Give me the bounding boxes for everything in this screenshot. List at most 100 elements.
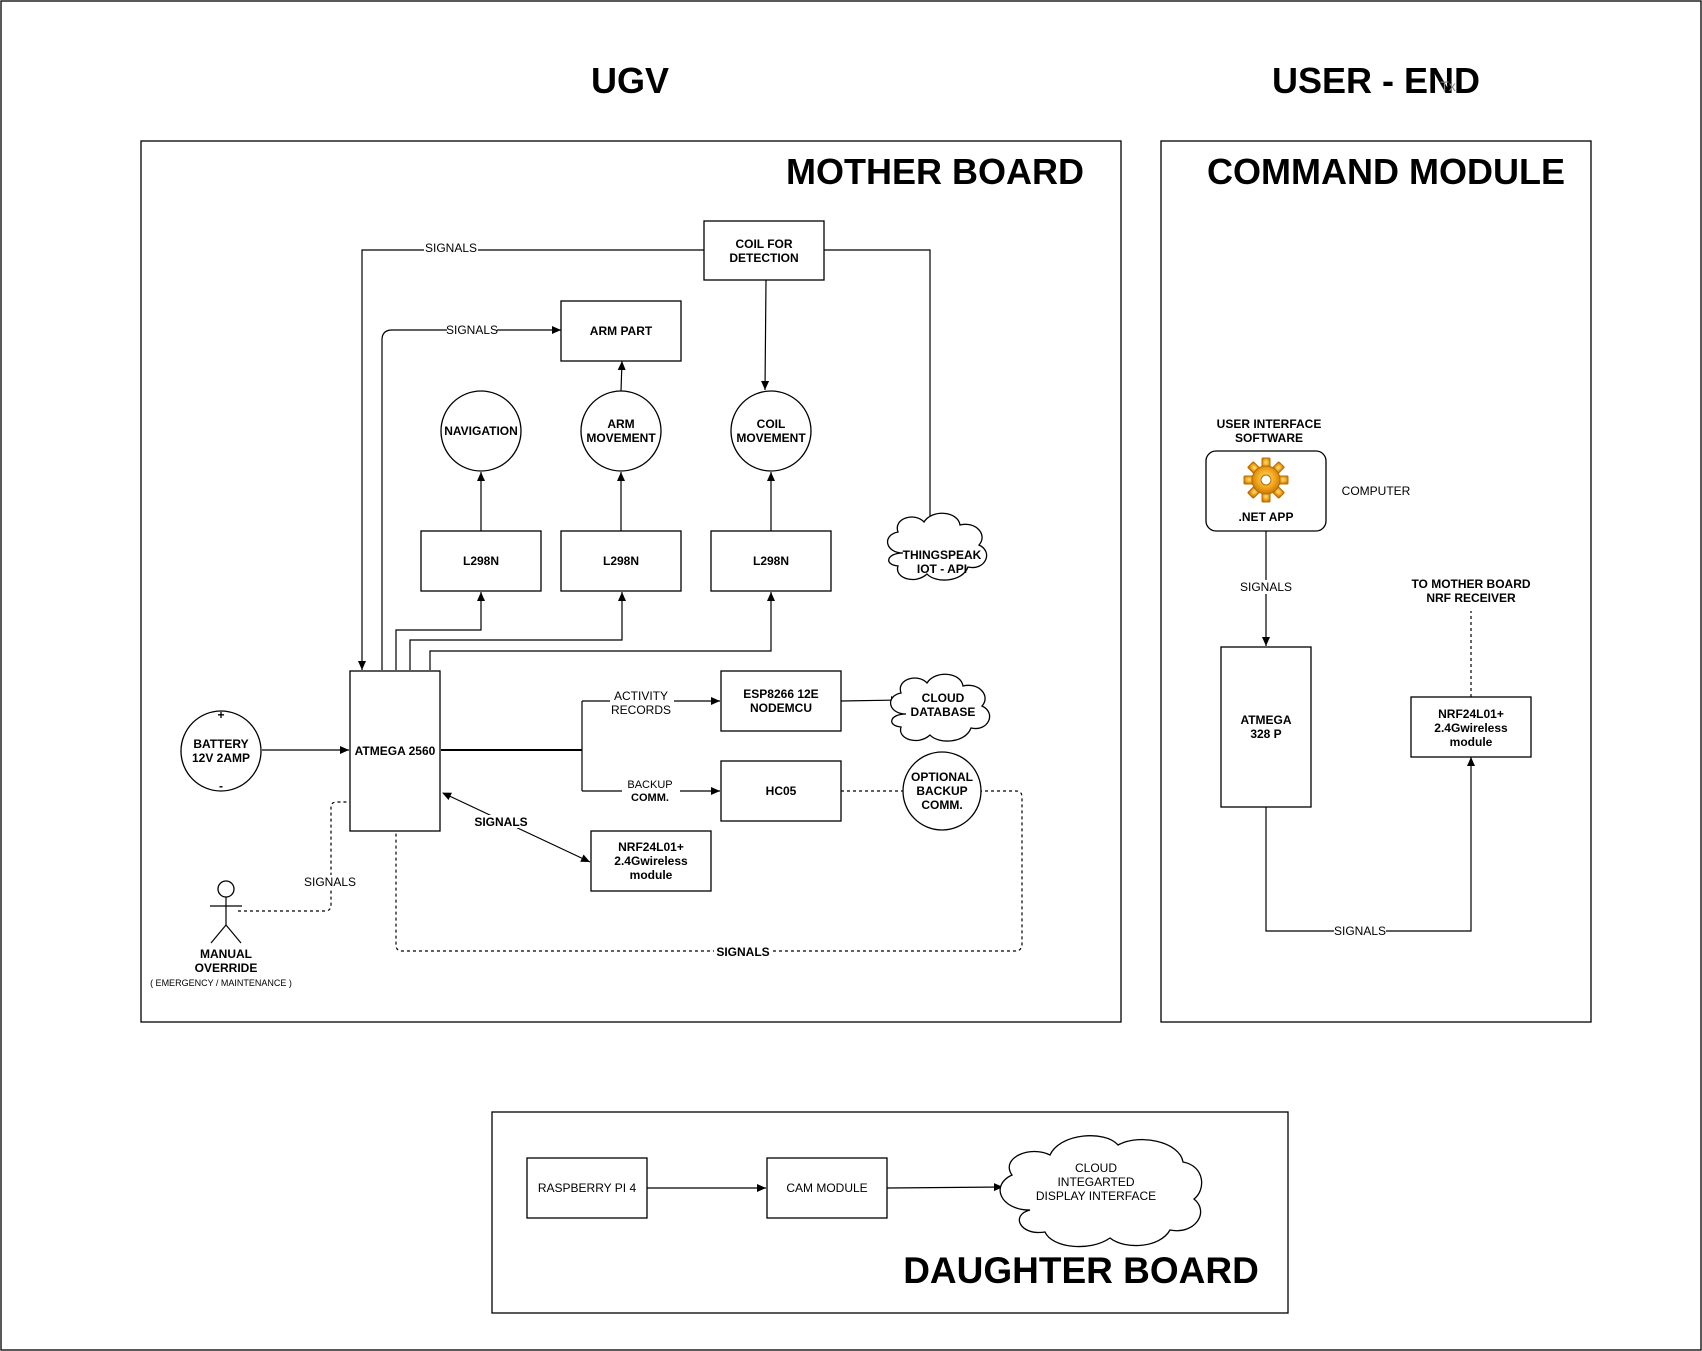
stray-label: Tx <box>1440 78 1456 94</box>
l298n-box-2 <box>560 530 682 592</box>
edge-label-signals-command: SIGNALS <box>1334 924 1386 938</box>
l298n-label-2: L298N <box>603 554 639 568</box>
ui-software-line2: SOFTWARE <box>1235 431 1303 445</box>
l298n-box-1 <box>420 530 542 592</box>
edge-label-signals-app: SIGNALS <box>1240 580 1292 594</box>
thingspeak-line1: THINGSPEAK <box>903 548 982 562</box>
esp8266-line1: ESP8266 12E <box>743 687 818 701</box>
wire-arm-movement-to-arm-part <box>617 360 626 392</box>
wire-manual-override <box>238 801 349 912</box>
wire-optional-loop <box>395 790 1023 952</box>
edge-label-signals-nrf: SIGNALS <box>474 815 527 829</box>
nrf-mother-line3: module <box>630 868 673 882</box>
wire-atmega-to-l298n1 <box>395 592 485 670</box>
edge-label-signals-manual: SIGNALS <box>304 875 356 889</box>
wire-coil-to-thingspeak <box>824 249 934 532</box>
nrf-box-command <box>1410 696 1532 758</box>
to-mother-line1: TO MOTHER BOARD <box>1411 577 1530 591</box>
cloud-database-line2: DATABASE <box>911 705 976 719</box>
ugv-title: UGV <box>591 60 669 101</box>
cloud-display-line1: CLOUD <box>1075 1161 1117 1175</box>
daughter-board-frame <box>491 1111 1289 1314</box>
cloud-display-interface <box>999 1135 1203 1248</box>
cloud-display-line3: DISPLAY INTERFACE <box>1036 1189 1156 1203</box>
manual-override-line1: MANUAL <box>200 947 252 961</box>
arm-movement-node <box>580 390 662 472</box>
coil-movement-line2: MOVEMENT <box>736 431 806 445</box>
command-module-title: COMMAND MODULE <box>1207 151 1565 192</box>
optional-backup-line2: BACKUP <box>916 784 967 798</box>
hc05-label: HC05 <box>766 784 797 798</box>
wire-cam-to-cloud <box>886 1183 1004 1192</box>
coil-movement-line1: COIL <box>757 417 786 431</box>
l298n-label-1: L298N <box>463 554 499 568</box>
optional-backup-node <box>902 751 982 831</box>
atmega-2560-label: ATMEGA 2560 <box>355 744 436 758</box>
coil-movement-node <box>730 390 812 472</box>
arm-movement-line2: MOVEMENT <box>586 431 656 445</box>
edge-label-signals-arm: SIGNALS <box>446 323 498 337</box>
l298n-box-3 <box>710 530 832 592</box>
edge-label-activity-line2: RECORDS <box>611 703 671 717</box>
thingspeak-line2: IOT - API <box>917 562 967 576</box>
optional-backup-line1: OPTIONAL <box>911 770 973 784</box>
mother-board-frame <box>140 140 1122 1023</box>
esp8266-box <box>720 670 842 732</box>
nrf-mother-line1: NRF24L01+ <box>618 840 684 854</box>
edge-label-signals-top: SIGNALS <box>425 241 477 255</box>
nrf-box-mother <box>590 830 712 892</box>
cloud-database <box>890 673 991 742</box>
navigation-node <box>440 390 522 472</box>
mother-board-title: MOTHER BOARD <box>786 151 1084 192</box>
command-module-frame <box>1160 140 1592 1023</box>
atmega-328-line1: ATMEGA <box>1240 713 1291 727</box>
atmega-328-box <box>1220 646 1312 808</box>
nrf-command-line3: module <box>1450 735 1493 749</box>
atmega-2560-box <box>349 670 441 832</box>
thingspeak-cloud <box>887 512 988 581</box>
gear-icon <box>1243 457 1289 503</box>
cam-module-box <box>766 1157 888 1219</box>
coil-detection-line1: COIL FOR <box>735 237 792 251</box>
esp8266-line2: NODEMCU <box>750 701 812 715</box>
battery-line2: 12V 2AMP <box>192 751 250 765</box>
cloud-display-line2: INTEGARTED <box>1057 1175 1134 1189</box>
cam-module-label: CAM MODULE <box>786 1181 867 1195</box>
arm-movement-line1: ARM <box>607 417 634 431</box>
coil-detection-line2: DETECTION <box>729 251 798 265</box>
manual-override-line2: OVERRIDE <box>195 961 258 975</box>
raspberry-pi-box <box>526 1157 648 1219</box>
user-end-title: USER - END <box>1272 60 1480 101</box>
net-app-label: .NET APP <box>1239 510 1294 524</box>
wire-atmega-to-arm-part <box>381 326 561 670</box>
ui-software-line1: USER INTERFACE <box>1217 417 1322 431</box>
atmega-328-line2: 328 P <box>1250 727 1281 741</box>
battery-minus: - <box>219 779 223 793</box>
l298n-label-3: L298N <box>753 554 789 568</box>
hc05-box <box>720 760 842 822</box>
stick-figure-icon <box>210 880 242 944</box>
nrf-command-line2: 2.4Gwireless <box>1434 721 1508 735</box>
arm-part-label: ARM PART <box>590 324 653 338</box>
nrf-command-line1: NRF24L01+ <box>1438 707 1504 721</box>
arm-part-box <box>560 300 682 362</box>
nrf-mother-line2: 2.4Gwireless <box>614 854 688 868</box>
edge-label-backup-line2: COMM. <box>631 792 669 804</box>
wire-atmega-to-l298n3 <box>429 592 775 670</box>
battery-node <box>180 710 262 792</box>
edge-label-activity-line1: ACTIVITY <box>614 689 668 703</box>
wire-coil-to-atmega <box>358 249 704 670</box>
manual-override-sub: ( EMERGENCY / MAINTENANCE ) <box>150 978 292 988</box>
navigation-label: NAVIGATION <box>444 424 518 438</box>
battery-plus: + <box>217 708 224 722</box>
wire-coil-to-coil-movement <box>761 279 770 391</box>
edge-label-signals-bottom: SIGNALS <box>716 945 769 959</box>
daughter-board-title: DAUGHTER BOARD <box>903 1250 1259 1291</box>
battery-line1: BATTERY <box>193 737 248 751</box>
optional-backup-line3: COMM. <box>921 798 962 812</box>
cloud-database-line1: CLOUD <box>922 691 965 705</box>
coil-detection-box <box>703 220 825 281</box>
